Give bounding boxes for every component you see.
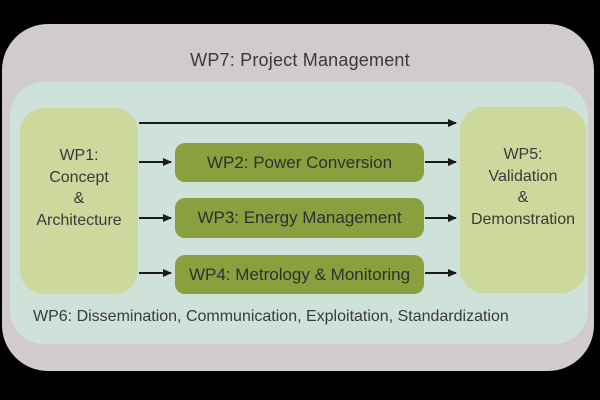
- wp3-energy-management-box: WP3: Energy Management: [175, 198, 424, 238]
- wp5-label-line: Demonstration: [470, 210, 576, 228]
- wp5-label-line: Validation: [488, 167, 558, 185]
- wp2-power-conversion-box: WP2: Power Conversion: [175, 143, 424, 182]
- wp5-label-line: &: [517, 189, 529, 206]
- wp4-metrology-monitoring-box: WP4: Metrology & Monitoring: [175, 255, 424, 294]
- wp1-label-line: WP1:: [59, 147, 99, 164]
- wp1-label-line: &: [73, 190, 85, 207]
- wp7-label: WP7: Project Management: [190, 50, 410, 70]
- wp1-label-line: Concept: [49, 168, 109, 186]
- wp5-label-line: WP5:: [503, 146, 543, 163]
- wp6-label: WP6: Dissemination, Communication, Explo…: [33, 308, 509, 325]
- wp3-label: WP3: Energy Management: [197, 208, 402, 227]
- wp1-label-line: Architecture: [36, 211, 122, 229]
- wp2-label: WP2: Power Conversion: [206, 152, 393, 172]
- wp5-validation-demonstration-box: WP5: Validation & Demonstration: [460, 107, 586, 293]
- wp1-concept-architecture-box: WP1: Concept & Architecture: [20, 108, 138, 294]
- wp4-label: WP4: Metrology & Monitoring: [188, 264, 411, 284]
